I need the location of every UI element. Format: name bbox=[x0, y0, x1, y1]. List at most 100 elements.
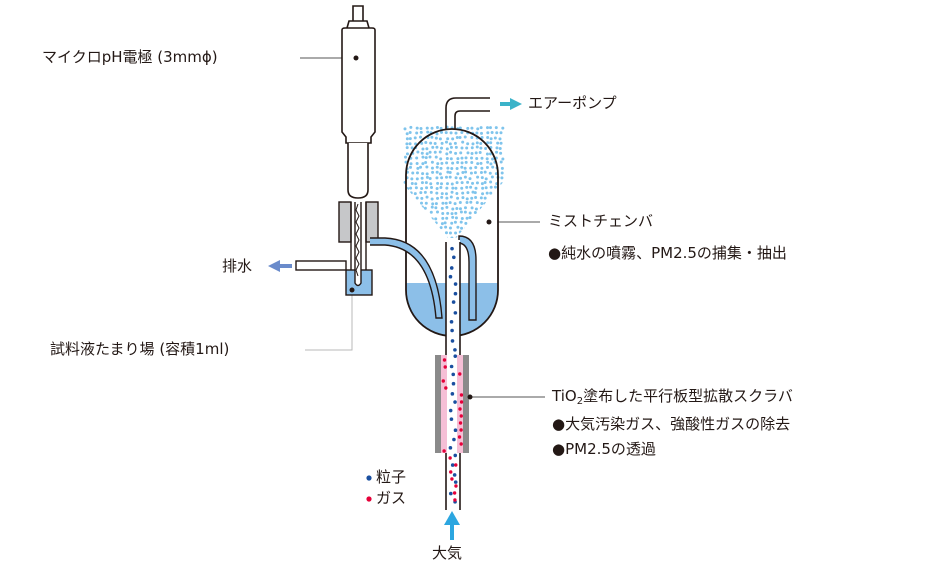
mist-droplet bbox=[429, 141, 433, 145]
mist-droplet bbox=[470, 126, 474, 130]
particle bbox=[450, 463, 455, 467]
scrubber-label: TiO2塗布した平行板型拡散スクラバ bbox=[552, 389, 793, 407]
return-tube bbox=[370, 237, 443, 319]
mist-droplet bbox=[424, 160, 428, 164]
mist-droplet bbox=[435, 125, 439, 129]
mist-droplet bbox=[449, 145, 453, 149]
mist-droplet bbox=[495, 146, 499, 150]
mist-droplet bbox=[415, 177, 419, 181]
mist-droplet bbox=[495, 131, 499, 135]
mist-droplet bbox=[440, 195, 444, 199]
mist-droplet bbox=[439, 182, 443, 186]
mist-droplet bbox=[428, 150, 432, 154]
mist-droplet bbox=[466, 191, 470, 195]
mist-droplet bbox=[470, 196, 474, 200]
gas-molecule bbox=[458, 407, 462, 411]
mist-droplet bbox=[454, 211, 458, 215]
mist-droplet bbox=[415, 131, 419, 135]
mist-droplet bbox=[415, 156, 419, 160]
legend-particle-label: 粒子 bbox=[376, 468, 407, 486]
mist-droplet bbox=[419, 165, 423, 169]
mist-droplet bbox=[440, 176, 444, 180]
mist-droplet bbox=[470, 160, 474, 164]
mist-droplet bbox=[410, 182, 414, 186]
mist-droplet bbox=[476, 127, 480, 131]
mist-droplet bbox=[483, 196, 487, 200]
mist-droplet bbox=[424, 140, 428, 144]
mist-droplet bbox=[410, 146, 414, 150]
mist-droplet bbox=[408, 131, 412, 135]
mist-droplet bbox=[473, 210, 477, 214]
particle bbox=[452, 437, 456, 442]
electrode-dot bbox=[353, 55, 359, 61]
scrubber-note-2: ●PM2.5の透過 bbox=[552, 440, 656, 458]
mist-droplet bbox=[430, 197, 434, 201]
mist-droplet bbox=[479, 161, 483, 165]
mist-droplet bbox=[499, 141, 503, 145]
mist-droplet bbox=[425, 147, 429, 151]
sample-pool-dot bbox=[349, 287, 355, 293]
mist-droplet bbox=[481, 186, 485, 190]
mist-droplet bbox=[435, 191, 439, 195]
mist-droplet bbox=[425, 175, 429, 179]
mist-droplet bbox=[435, 176, 439, 180]
mist-droplet bbox=[475, 145, 479, 149]
mist-droplet bbox=[438, 172, 442, 176]
mist-droplet bbox=[453, 202, 457, 206]
gas-molecule bbox=[448, 456, 452, 460]
mist-droplet bbox=[463, 206, 467, 210]
mist-droplet bbox=[474, 207, 478, 211]
mist-droplet bbox=[429, 210, 433, 214]
mist-droplet bbox=[456, 172, 460, 176]
mist-droplet bbox=[444, 231, 448, 235]
mist-droplet bbox=[455, 206, 459, 210]
gas-molecule bbox=[444, 386, 448, 390]
mist-droplet bbox=[458, 200, 462, 204]
chamber-dot bbox=[486, 219, 492, 225]
mist-droplet bbox=[463, 166, 467, 170]
mist-droplet bbox=[431, 170, 435, 174]
mist-droplet bbox=[455, 136, 459, 140]
mist-droplet bbox=[495, 150, 499, 154]
air-pump-arrow bbox=[500, 98, 522, 110]
mist-droplet bbox=[421, 147, 425, 151]
legend-particle-dot bbox=[366, 475, 372, 481]
mist-droplet bbox=[430, 126, 434, 130]
mist-droplet bbox=[405, 142, 409, 146]
mist-droplet bbox=[500, 196, 504, 200]
mist-droplet bbox=[445, 157, 449, 161]
gas-molecule bbox=[454, 484, 458, 488]
mist-droplet bbox=[451, 137, 455, 141]
mist-droplet bbox=[461, 171, 465, 175]
mist-droplet bbox=[434, 136, 438, 140]
mist-droplet bbox=[490, 131, 494, 135]
particle bbox=[449, 266, 454, 270]
mist-droplet bbox=[499, 186, 503, 190]
mist-droplet bbox=[428, 176, 432, 180]
mist-droplet bbox=[484, 146, 488, 150]
mist-droplet bbox=[501, 217, 505, 221]
mist-droplet bbox=[463, 175, 467, 179]
mist-droplet bbox=[445, 161, 449, 165]
mist-droplet bbox=[450, 182, 454, 186]
gas-molecule bbox=[449, 470, 453, 474]
mist-droplet bbox=[460, 226, 464, 230]
particle bbox=[449, 320, 454, 324]
mist-droplet bbox=[454, 131, 458, 135]
mist-droplet bbox=[458, 207, 462, 211]
mist-droplet bbox=[435, 165, 439, 169]
mist-droplet bbox=[450, 190, 454, 194]
mist-droplet bbox=[416, 166, 420, 170]
mist-droplet bbox=[448, 175, 452, 179]
mist-droplet bbox=[420, 187, 424, 191]
air-pump-label: エアーポンプ bbox=[528, 94, 617, 112]
mist-droplet bbox=[441, 211, 445, 215]
legend-gas-label: ガス bbox=[376, 489, 407, 507]
particle bbox=[453, 400, 457, 404]
mist-droplet bbox=[464, 221, 468, 225]
mist-chamber-note: ●純水の噴霧、PM2.5の捕集・抽出 bbox=[548, 244, 787, 262]
air-inlet-arrow bbox=[444, 511, 460, 540]
mist-droplet bbox=[446, 170, 450, 174]
mist-droplet bbox=[424, 156, 428, 160]
mist-droplet bbox=[486, 126, 490, 130]
